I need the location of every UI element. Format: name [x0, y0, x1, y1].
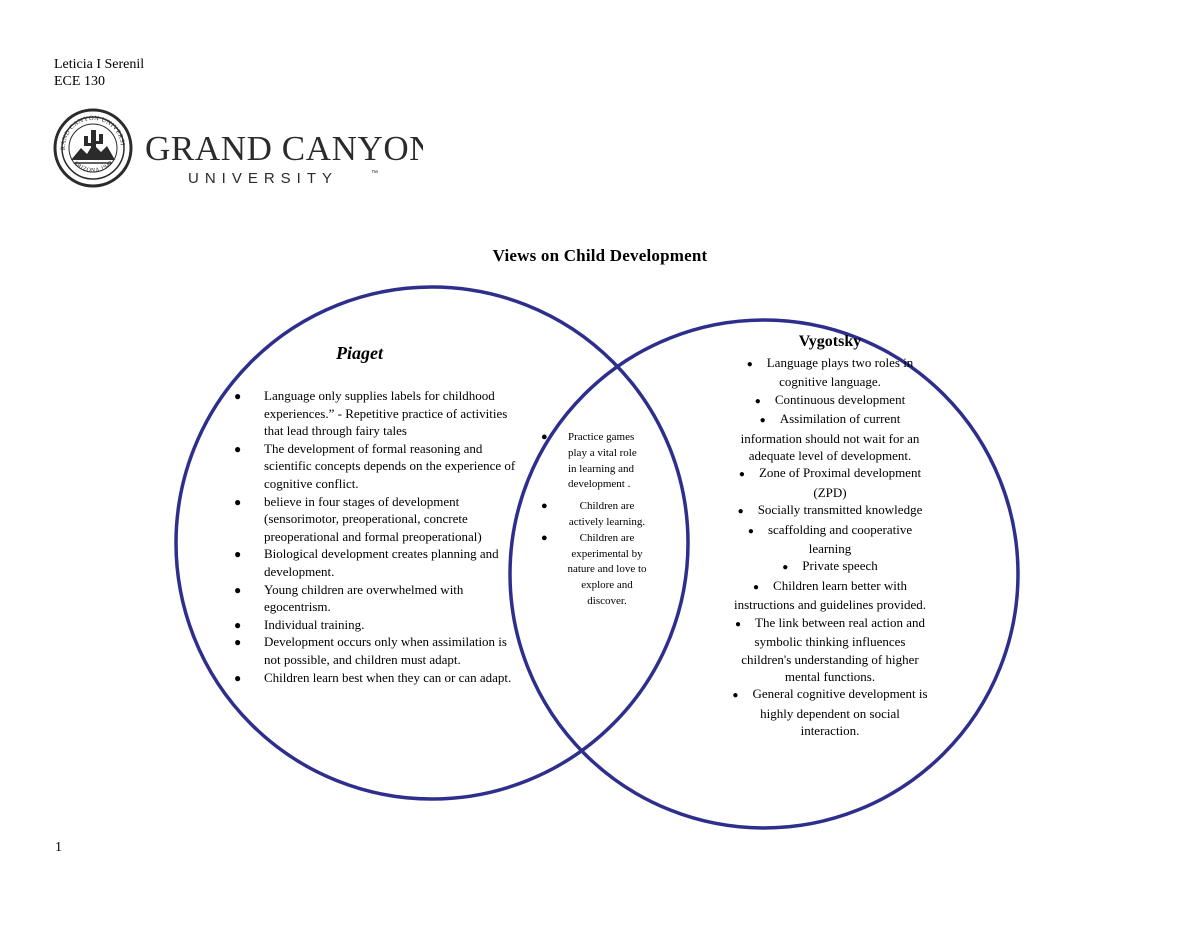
piaget-heading: Piaget	[336, 343, 383, 363]
overlap-list: ●Practice games play a vital role in lea…	[541, 430, 651, 610]
bullet-icon: ●	[734, 618, 742, 630]
university-seal-icon: GRAND CANYON UNIVERSITY ARIZONA 1949 GRA…	[50, 103, 435, 188]
list-item: ●Individual training.	[234, 616, 524, 634]
list-item: ●Practice games play a vital role in lea…	[541, 431, 637, 491]
list-item: ●Socially transmitted knowledge	[737, 502, 923, 518]
bullet-icon: ●	[234, 670, 242, 685]
author-name: Leticia I Serenil	[54, 57, 145, 72]
bullet-icon: ●	[541, 531, 548, 544]
list-item: ●Private speech	[782, 558, 878, 574]
vygotsky-heading: Vygotsky	[798, 333, 862, 350]
list-item: ●Children are actively learning.	[541, 500, 646, 528]
bullet-icon: ●	[234, 635, 242, 650]
bullet-icon: ●	[738, 469, 745, 481]
bullet-icon: ●	[234, 547, 242, 562]
university-logo: GRAND CANYON UNIVERSITY ARIZONA 1949 GRA…	[50, 103, 435, 188]
bullet-icon: ●	[737, 506, 744, 518]
document-title: Views on Child Development	[492, 246, 708, 265]
logo-wordmark-top: GRAND CANYON	[145, 129, 423, 168]
bullet-icon: ●	[782, 562, 789, 574]
bullet-icon: ●	[746, 359, 753, 370]
logo-trademark: ™	[371, 170, 378, 177]
seal-bottom-text: ARIZONA 1949	[72, 160, 114, 174]
piaget-list: ● Language only supplies labels for chil…	[234, 387, 524, 686]
list-item: ●Zone of Proximal development (ZPD)	[738, 465, 922, 500]
list-item: ●believe in four stages of development (…	[234, 493, 482, 544]
list-item: ●The development of formal reasoning and…	[234, 440, 516, 491]
bullet-icon: ●	[234, 582, 242, 597]
logo-wordmark-bottom: UNIVERSITY	[188, 170, 338, 187]
page-number: 1	[55, 840, 62, 855]
author-block: Leticia I Serenil ECE 130	[54, 56, 144, 90]
list-item: ●Young children are overwhelmed with ego…	[234, 581, 464, 615]
list-item: ●Biological development creates planning…	[234, 546, 499, 579]
course-code: ECE 130	[54, 74, 105, 89]
list-item: ●scaffolding and cooperative learning	[747, 521, 913, 557]
svg-text:ARIZONA 1949: ARIZONA 1949	[72, 160, 115, 174]
list-item: ●Continuous development	[754, 391, 906, 407]
bullet-icon: ●	[234, 494, 242, 509]
list-item: ●Assimilation of current information sho…	[740, 411, 920, 464]
bullet-icon: ●	[234, 441, 242, 456]
list-item: ●Children learn better with instructions…	[733, 577, 927, 613]
bullet-icon: ●	[234, 389, 242, 403]
list-item: ●Development occurs only when assimilati…	[234, 634, 507, 667]
list-item: ●Children learn best when they can or ca…	[234, 669, 524, 687]
bullet-icon: ●	[541, 431, 548, 443]
bullet-icon: ●	[759, 415, 766, 427]
list-item: ●The link between real action and symbol…	[734, 614, 926, 684]
list-item: ●Language plays two roles in cognitive l…	[746, 355, 914, 390]
bullet-icon: ●	[541, 500, 548, 513]
vygotsky-list: ●Language plays two roles in cognitive l…	[700, 354, 960, 740]
list-item: ●Children are experimental by nature and…	[541, 531, 647, 607]
bullet-icon: ●	[732, 690, 739, 702]
list-item: ●General cognitive development is highly…	[732, 686, 928, 739]
bullet-icon: ●	[234, 617, 242, 632]
list-item: ● Language only supplies labels for chil…	[234, 388, 508, 439]
bullet-icon: ●	[754, 395, 761, 407]
bullet-icon: ●	[753, 581, 760, 593]
bullet-icon: ●	[747, 525, 754, 537]
